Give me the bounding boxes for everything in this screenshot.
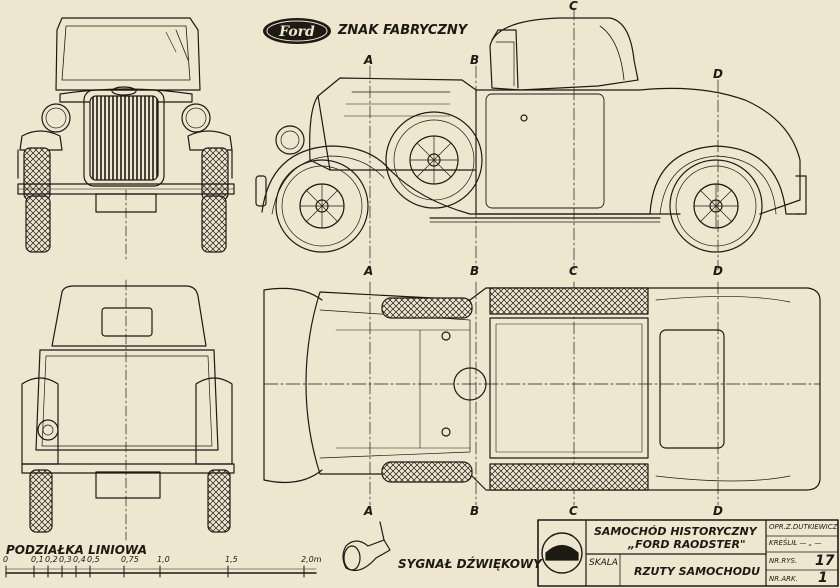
scale-tick-label: 0,4 [73,555,86,564]
title-block-title-line2: „FORD RAODSTER" [628,538,746,551]
section-label-bottom-d: D [713,504,723,518]
section-label-mid-d: D [713,264,723,278]
title-block-subtitle: RZUTY SAMOCHODU [634,565,761,578]
scale-tick-label: 0 [3,555,9,564]
scale-bar [5,568,317,574]
scale-tick-label: 0,75 [121,555,139,564]
section-lines [369,7,719,506]
scale-tick-label: 1,0 [157,555,170,564]
scale-bar-title: PODZIAŁKA LINIOWA [6,543,148,557]
ford-logo: Ford [263,18,331,44]
front-view [17,17,235,261]
horn-caption: SYGNAŁ DŹWIĘKOWY [398,557,542,571]
title-block-sheet-no: 1 [818,570,828,586]
title-block-scale-label: SKALA [589,558,618,568]
ford-logo-text: Ford [278,24,315,40]
section-label-top-b: B [470,53,480,67]
scale-tick-label: 0,1 [31,555,44,564]
section-label-mid-b: B [470,264,480,278]
scale-tick-label: 0,2 [45,555,58,564]
section-label-bottom-a: A [364,504,374,518]
title-block-figure-label: NR.RYS. [769,557,798,565]
top-view [263,287,821,491]
scale-tick-label: 1,5 [225,555,238,564]
section-label-bottom-c: C [569,504,578,518]
scale-tick-label: 0,3 [59,555,72,564]
title-block-drew: KREŚLIŁ — „ — [769,539,822,547]
title-block-title-line1: SAMOCHÓD HISTORYCZNY [594,525,757,538]
scale-tick-label: 0,5 [87,555,100,564]
horn-drawing [342,521,391,571]
section-label-mid-c: C [569,264,578,278]
logo-caption: ZNAK FABRYCZNY [338,23,468,38]
scale-tick-label: 2,0m [301,555,322,564]
section-label-top-c: C [569,0,578,13]
side-view [255,17,807,253]
section-label-bottom-b: B [470,504,480,518]
title-block-drawn-by: OPR.Z.DUTKIEWICZ [769,523,838,531]
title-block-frame [537,519,839,587]
section-label-top-d: D [713,67,723,81]
title-block-sheet-label: NR.ARK. [769,575,798,583]
section-label-mid-a: A [364,264,374,278]
title-block-figure-no: 17 [815,553,835,569]
section-label-top-a: A [364,53,374,67]
rear-view [21,279,235,541]
